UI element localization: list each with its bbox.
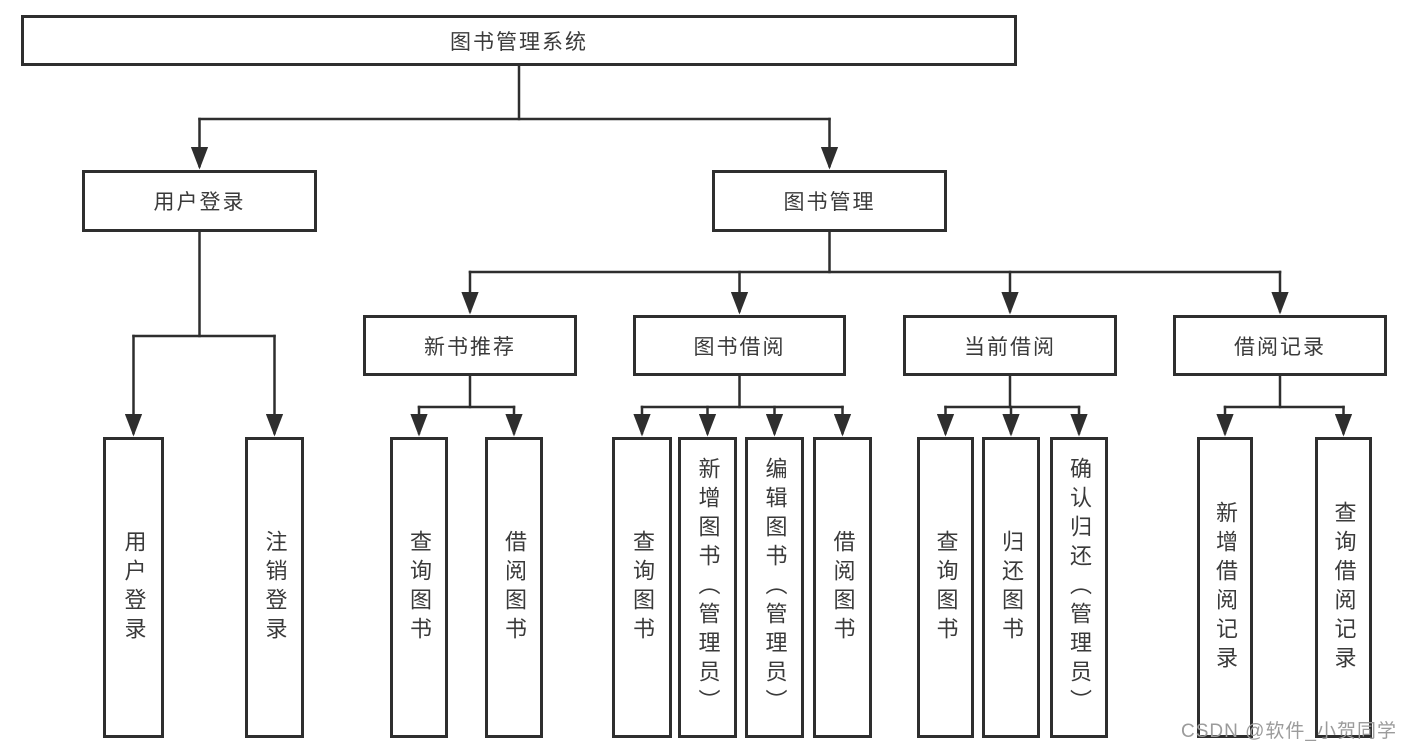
leaf-confirm-return-admin-node: 确认归还（管理员） xyxy=(1050,437,1108,738)
leaf-add-borrow-record-label: 新增借阅记录 xyxy=(1213,500,1238,675)
leaf-query-book-recommend-label: 查询图书 xyxy=(407,529,432,646)
leaf-user-login-label: 用户登录 xyxy=(121,529,147,646)
branch-book-borrow-node: 图书借阅 xyxy=(633,315,846,376)
leaf-add-book-admin-node: 新增图书（管理员） xyxy=(678,437,737,738)
leaf-return-book-label: 归还图书 xyxy=(999,529,1024,646)
branch-borrow-record-node: 借阅记录 xyxy=(1173,315,1387,376)
branch-user-login-node: 用户登录 xyxy=(82,170,317,232)
leaf-user-login-node: 用户登录 xyxy=(103,437,164,738)
leaf-query-book-borrow-label: 查询图书 xyxy=(630,529,655,646)
watermark-text: CSDN @软件_小贺同学 xyxy=(1181,721,1397,742)
leaf-query-book-borrow-node: 查询图书 xyxy=(612,437,672,738)
leaf-return-book-node: 归还图书 xyxy=(982,437,1040,738)
root-library-system-node: 图书管理系统 xyxy=(21,15,1017,66)
branch-current-borrow-label: 当前借阅 xyxy=(964,335,1056,359)
branch-new-book-recommend-label: 新书推荐 xyxy=(424,335,516,359)
branch-user-login-label: 用户登录 xyxy=(153,191,246,214)
leaf-query-borrow-record-label: 查询借阅记录 xyxy=(1331,500,1357,675)
leaf-add-book-admin-label: 新增图书（管理员） xyxy=(695,457,721,718)
branch-book-borrow-label: 图书借阅 xyxy=(693,335,786,359)
leaf-add-borrow-record-node: 新增借阅记录 xyxy=(1197,437,1253,738)
leaf-logout-node: 注销登录 xyxy=(245,437,304,738)
leaf-borrow-book-label: 借阅图书 xyxy=(830,529,856,646)
leaf-borrow-book-recommend-label: 借阅图书 xyxy=(502,529,527,646)
leaf-edit-book-admin-label: 编辑图书（管理员） xyxy=(762,457,788,718)
branch-book-management-node: 图书管理 xyxy=(712,170,947,232)
leaf-query-current-borrow-label: 查询图书 xyxy=(933,529,959,646)
leaf-edit-book-admin-node: 编辑图书（管理员） xyxy=(745,437,804,738)
branch-borrow-record-label: 借阅记录 xyxy=(1234,335,1326,359)
leaf-query-book-recommend-node: 查询图书 xyxy=(390,437,448,738)
branch-book-management-label: 图书管理 xyxy=(783,191,876,214)
branch-new-book-recommend-node: 新书推荐 xyxy=(363,315,577,376)
leaf-logout-label: 注销登录 xyxy=(262,529,288,646)
connector-lines xyxy=(124,64,1353,437)
leaf-query-current-borrow-node: 查询图书 xyxy=(917,437,974,738)
branch-current-borrow-node: 当前借阅 xyxy=(903,315,1117,376)
root-library-system-label: 图书管理系统 xyxy=(450,30,588,54)
leaf-borrow-book-recommend-node: 借阅图书 xyxy=(485,437,543,738)
leaf-confirm-return-admin-label: 确认归还（管理员） xyxy=(1067,457,1092,718)
leaf-borrow-book-node: 借阅图书 xyxy=(813,437,872,738)
leaf-query-borrow-record-node: 查询借阅记录 xyxy=(1315,437,1372,738)
